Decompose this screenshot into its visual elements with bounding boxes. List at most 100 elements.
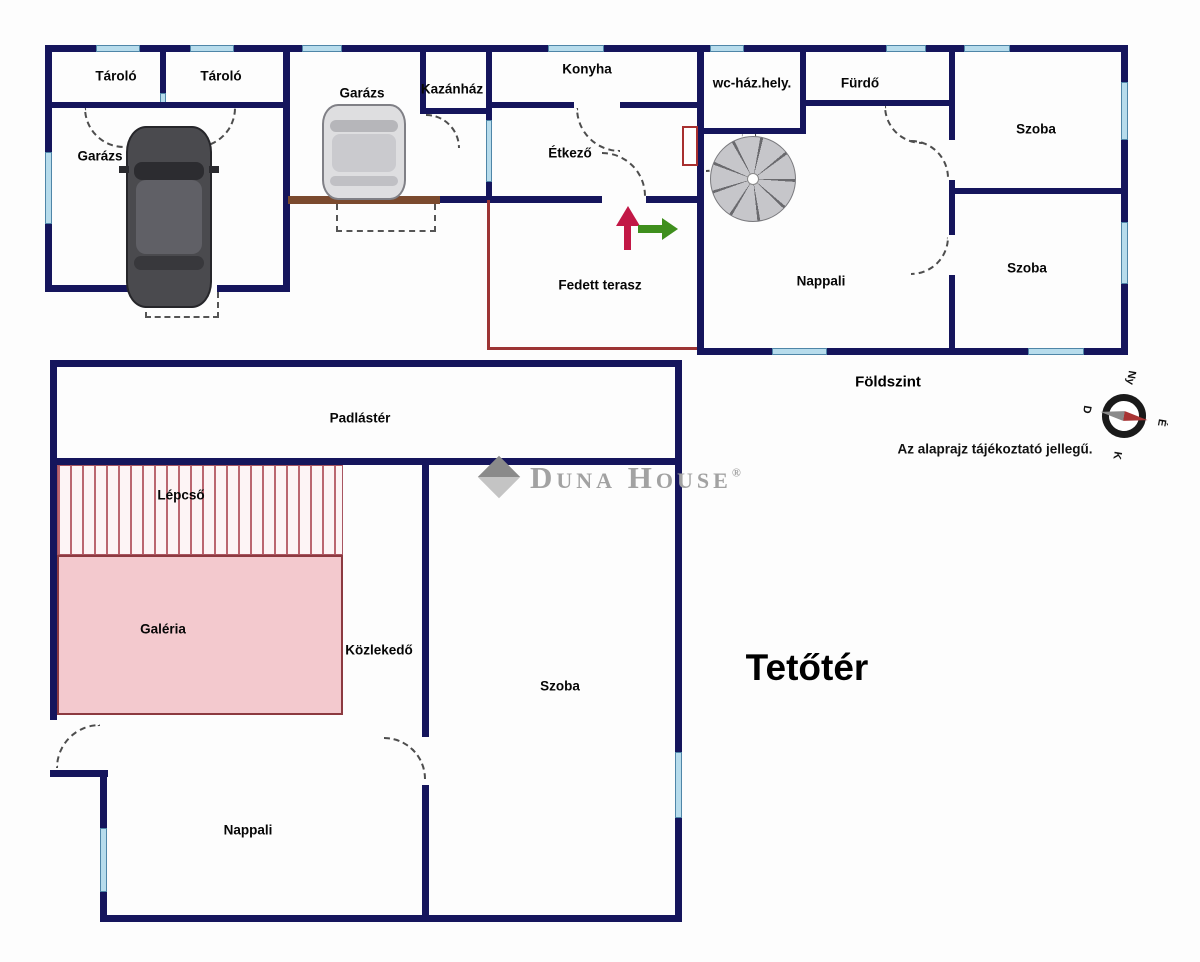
room-label-konyha: Konyha: [562, 61, 612, 77]
car-mirror-right-icon: [209, 166, 219, 173]
wall-segment: [697, 45, 704, 355]
car-top-view-light: [322, 104, 406, 200]
brand-watermark: Duna House®: [476, 452, 766, 502]
registered-mark: ®: [731, 465, 741, 480]
window: [886, 45, 926, 52]
arrow-shaft: [624, 226, 631, 250]
window: [100, 828, 107, 892]
window: [710, 45, 744, 52]
wall-segment: [50, 360, 57, 465]
room-label-padlaster: Padlástér: [329, 410, 391, 426]
car-roof: [136, 180, 202, 254]
window: [45, 152, 52, 224]
attic-floor-title: Tetőtér: [745, 647, 869, 688]
wall-segment: [420, 108, 492, 114]
window: [548, 45, 604, 52]
room-label-galeria: Galéria: [140, 621, 186, 637]
car-rear-window: [134, 256, 204, 270]
wall-segment: [50, 360, 682, 367]
room-label-tarolo-1: Tároló: [95, 68, 137, 84]
wall-segment: [949, 180, 955, 235]
wall-segment: [290, 45, 490, 52]
ground-floor-title: Földszint: [855, 373, 921, 391]
wall-segment: [703, 128, 806, 134]
window: [190, 45, 234, 52]
wall-segment: [949, 275, 955, 355]
wall-segment: [160, 45, 166, 95]
brand-logo-icon: [477, 455, 521, 499]
car-windshield: [330, 120, 398, 132]
wall-segment: [422, 465, 429, 737]
window: [964, 45, 1010, 52]
disclaimer-text: Az alaprajz tájékoztató jellegű.: [897, 441, 1093, 457]
galeria-area: [57, 555, 343, 715]
room-label-szoba-attic: Szoba: [540, 678, 580, 694]
room-label-garazs-left: Garázs: [77, 148, 123, 164]
room-label-szoba-top: Szoba: [1016, 121, 1056, 137]
wall-segment: [438, 196, 492, 203]
wall-segment: [620, 102, 697, 108]
wall-segment: [420, 45, 426, 114]
brand-name: Duna House®: [530, 462, 741, 493]
arrow-head: [616, 206, 640, 226]
wall-segment: [50, 770, 108, 777]
terrace-outline: [487, 347, 700, 350]
wall-segment: [50, 458, 57, 720]
wall-segment: [45, 285, 145, 292]
window: [772, 348, 827, 355]
wall-segment: [50, 458, 682, 465]
room-label-etkezo: Étkező: [548, 145, 592, 161]
window: [302, 45, 342, 52]
compass-south: D: [1079, 404, 1094, 415]
compass-west: Ny: [1123, 369, 1138, 386]
room-label-fedett-terasz: Fedett terasz: [558, 277, 642, 293]
garage-door-bar: [288, 196, 440, 204]
room-label-kazanhaz: Kazánház: [420, 81, 484, 97]
car-top-view-dark: [119, 126, 219, 308]
wall-segment: [1121, 45, 1128, 355]
wall-segment: [492, 196, 602, 203]
room-label-nappali-ground: Nappali: [796, 273, 846, 289]
garage-door-swing: [336, 204, 436, 232]
wall-segment: [675, 360, 682, 922]
arrow-head: [662, 218, 678, 240]
wall-segment: [806, 100, 949, 106]
wall-segment: [283, 45, 290, 292]
wall-segment: [217, 285, 290, 292]
compass-north: É: [1154, 417, 1168, 428]
wall-segment: [697, 348, 1128, 355]
wall-segment: [800, 45, 806, 134]
entrance-arrow-green: [638, 218, 680, 240]
wall-segment: [949, 45, 955, 140]
spiral-center: [747, 173, 759, 185]
arrow-shaft: [638, 225, 662, 233]
window: [1121, 222, 1128, 284]
window: [1121, 82, 1128, 140]
wall-segment: [492, 102, 574, 108]
room-label-garazs-mid: Garázs: [339, 85, 385, 101]
compass-east: K: [1110, 450, 1124, 461]
spiral-staircase: [710, 136, 796, 222]
wall-segment: [52, 102, 283, 108]
window: [96, 45, 140, 52]
room-label-tarolo-2: Tároló: [200, 68, 242, 84]
car-windshield: [134, 162, 204, 180]
brand-name-text: Duna House: [530, 460, 732, 495]
room-label-furdo: Fürdő: [840, 75, 880, 91]
car-roof: [332, 134, 396, 172]
room-label-nappali-attic: Nappali: [223, 822, 273, 838]
chimney-outline: [682, 126, 698, 166]
wall-segment: [100, 915, 682, 922]
window: [486, 120, 492, 182]
staircase-hatch: [57, 465, 343, 555]
wall-segment: [422, 785, 429, 915]
car-mirror-left-icon: [119, 166, 129, 173]
room-label-kozlekedo: Közlekedő: [345, 642, 413, 658]
room-label-szoba-bottom: Szoba: [1007, 260, 1047, 276]
room-label-wc: wc-ház.hely.: [712, 75, 792, 91]
car-rear-window: [330, 176, 398, 186]
window: [675, 752, 682, 818]
